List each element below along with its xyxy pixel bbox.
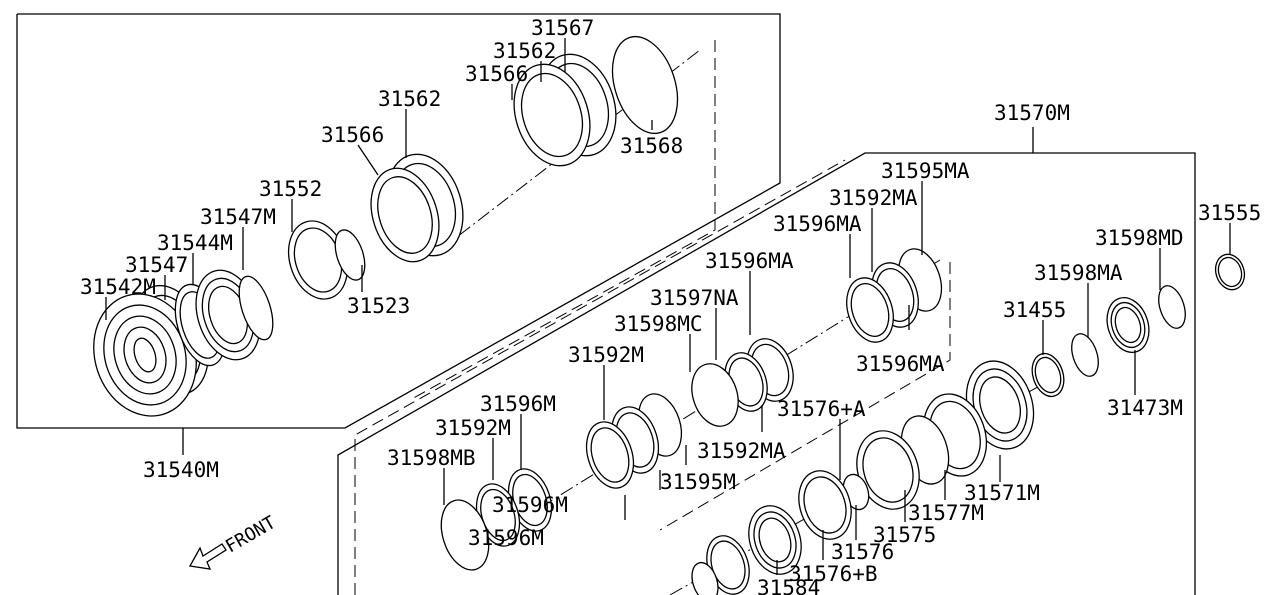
frame-31540m [16, 13, 781, 429]
part-label: 31598MA [1034, 261, 1123, 285]
plate-31596ma [846, 277, 894, 343]
part-label: 31596MA [773, 212, 862, 236]
part-label: 31576 [831, 540, 894, 564]
part-outline [979, 376, 1021, 434]
part-label: 31597NA [650, 286, 739, 310]
part-label: 31544M [157, 231, 233, 255]
part-outline [1217, 256, 1243, 288]
assembly-frames [16, 13, 1196, 595]
leader-lines [105, 38, 1231, 575]
front-indicator: FRONT [188, 512, 280, 570]
plate-31592m [585, 421, 635, 489]
part-label: 31595M [660, 470, 736, 494]
seal-31555 [1214, 253, 1246, 291]
piston-31576a [798, 470, 852, 540]
part-label: 31455 [1003, 298, 1066, 322]
part-label: 31575 [873, 523, 936, 547]
part-label: 31542M [80, 275, 156, 299]
part-outline [803, 476, 847, 534]
part-label: 31555 [1198, 201, 1261, 225]
part-outline [133, 337, 157, 373]
frame-31570m [337, 152, 1196, 595]
part-label: 31598MD [1095, 226, 1184, 250]
part-label: 31592M [435, 416, 511, 440]
part-label: 31576+A [777, 397, 866, 421]
snap-ring-31568 [611, 35, 679, 135]
part-outline [758, 517, 792, 563]
part-outline [691, 561, 719, 595]
part-label: 31596MA [705, 249, 794, 273]
part-label: 31584 [757, 576, 820, 595]
part-label: 31473M [1107, 396, 1183, 420]
plate-31562-top [513, 63, 591, 167]
inner-dashed-frame-mid [659, 262, 951, 531]
part-label: 31547M [200, 205, 276, 229]
part-label: 31576+B [789, 562, 878, 586]
arrow-front-icon [188, 543, 227, 570]
part-label: 31592MA [697, 439, 786, 463]
bearing-31473m [1106, 297, 1150, 353]
snap-ring-31598md [1158, 285, 1186, 329]
part-label: 31568 [620, 134, 683, 158]
part-outline [691, 363, 739, 427]
seal-31547m [238, 275, 274, 341]
part-label: 31540M [143, 458, 219, 482]
retainer-31552 [287, 220, 349, 300]
part-label: 31595MA [881, 159, 970, 183]
part-outline [611, 35, 679, 135]
part-label: 31596M [468, 526, 544, 550]
drum-31542m [93, 293, 197, 417]
front-label: FRONT [222, 512, 280, 557]
part-outline [440, 499, 490, 571]
leader-line [357, 144, 379, 176]
part-outline [334, 229, 366, 281]
part-label: 31567 [531, 16, 594, 40]
part-outline [850, 283, 890, 337]
part-label: 31598MB [387, 446, 476, 470]
part-label: 31577M [908, 501, 984, 525]
snap-ring-31598mb [440, 499, 490, 571]
part-outline [377, 176, 433, 254]
part-label: 31547 [125, 253, 188, 277]
part-outline [862, 437, 914, 503]
part-outline [238, 275, 274, 341]
snap-ring-31523 [334, 229, 366, 281]
hub-31571m-gear [965, 360, 1035, 450]
part-outline [520, 72, 584, 158]
snap-ring-31598mc [691, 363, 739, 427]
bearing-31455 [1031, 352, 1065, 398]
part-outline [1158, 285, 1186, 329]
part-label: 31570M [994, 101, 1070, 125]
part-label: 31562 [493, 39, 556, 63]
parts [93, 35, 1246, 595]
part-label: 31592MA [829, 186, 918, 210]
part-label: 31592M [568, 343, 644, 367]
part-label: 31562 [378, 87, 441, 111]
part-outline [590, 427, 630, 483]
plate-31566 [370, 167, 440, 263]
snap-ring-31598ma [1071, 333, 1099, 377]
inner-dashed-frame-top [409, 40, 716, 401]
part-label: 31566 [321, 123, 384, 147]
snap-ring-lower [691, 561, 719, 595]
part-label: 31596MA [856, 352, 945, 376]
part-label: 31571M [964, 481, 1040, 505]
retainer-31575 [856, 430, 920, 510]
part-label: 31596M [492, 493, 568, 517]
piston-31576b [748, 505, 802, 575]
part-label: 31598MC [614, 312, 703, 336]
part-outline [1114, 306, 1142, 344]
part-label: 31596M [480, 392, 556, 416]
part-label: 31566 [465, 62, 528, 86]
part-label: 31552 [259, 177, 322, 201]
part-label: 31523 [347, 294, 410, 318]
part-outline [1071, 333, 1099, 377]
part-outline [1034, 356, 1062, 394]
